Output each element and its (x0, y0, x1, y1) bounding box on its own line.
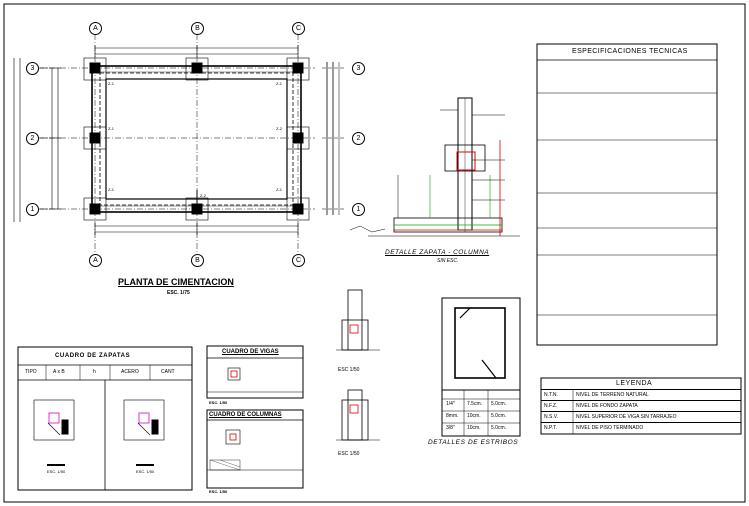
zapata-tag: Z-1 (276, 187, 282, 192)
legend-code: N.F.Z. (544, 403, 558, 409)
zapata-tag: Z-1 (108, 81, 114, 86)
stirrup-diameter: 1/4" (446, 401, 455, 407)
beams-table-title: CUADRO DE VIGAS (222, 349, 279, 355)
foundation-plan (38, 34, 315, 258)
specs-title: ESPECIFICACIONES TECNICAS (572, 48, 688, 55)
legend-desc: NIVEL DE PISO TERMINADO (576, 425, 644, 431)
grid-bubble-top-c: C (292, 22, 305, 35)
stirrup-diameter: 8mm. (446, 413, 459, 419)
legend-desc: NIVEL DE FONDO ZAPATA (576, 403, 638, 409)
legend-code: N.P.T. (544, 425, 557, 431)
legend-code: N.S.V. (544, 414, 558, 420)
beams-table (206, 345, 304, 399)
grid-bubble-right-3: 3 (352, 62, 365, 75)
zapata-tag: Z-1 (108, 126, 114, 131)
grid-bubble-top-b: B (191, 22, 204, 35)
footings-header-acero: ACERO (121, 369, 139, 375)
legend-code: N.T.N. (544, 392, 558, 398)
grid-bubble-left-1: 1 (26, 203, 39, 216)
zapata-tag: Z-2 (276, 126, 282, 131)
grid-bubble-left-2: 2 (26, 132, 39, 145)
stirrup-hook: 5.0cm. (491, 401, 507, 407)
legend-desc: NIVEL DE TERRENO NATURAL (576, 392, 649, 398)
footing-column-detail (349, 97, 520, 237)
footing-detail-title: DETALLE ZAPATA - COLUMNA (385, 249, 490, 256)
grid-bubble-top-a: A (89, 22, 102, 35)
section-scale: ESC 1/50 (338, 367, 360, 373)
footings-table (17, 346, 193, 491)
footings-table-title: CUADRO DE ZAPATAS (55, 353, 131, 359)
zapata-tag: Z-1 (276, 81, 282, 86)
stirrup-length: 7.5cm. (467, 401, 483, 407)
columns-table (206, 409, 304, 489)
stirrups-title: DETALLES DE ESTRIBOS (428, 439, 519, 446)
legend-row: N.P.T. NIVEL DE PISO TERMINADO (541, 422, 741, 434)
stirrup-length: 10cm. (467, 425, 481, 431)
specifications-box (536, 43, 718, 346)
legend-row: N.F.Z. NIVEL DE FONDO ZAPATA (541, 400, 741, 412)
footings-header-cant: CANT (161, 369, 175, 375)
footing-scale: ESC. 1/50 (136, 469, 155, 474)
stirrup-hook: 5.0cm. (491, 425, 507, 431)
zapata-tag: Z-1 (108, 187, 114, 192)
legend-row: N.S.V. NIVEL SUPERIOR DE VIGA SIN TARRAJ… (541, 411, 741, 423)
left-elevation-strip (13, 58, 48, 222)
footings-header-tipo: TIPO (25, 369, 37, 375)
stirrup-details (441, 297, 521, 437)
plan-title: PLANTA DE CIMENTACION (118, 277, 234, 287)
zapata-tag: Z-2 (200, 193, 206, 198)
grid-bubble-bottom-c: C (292, 254, 305, 267)
grid-bubble-left-3: 3 (26, 62, 39, 75)
legend-desc: NIVEL SUPERIOR DE VIGA SIN TARRAJEO (576, 414, 677, 420)
grid-bubble-right-1: 1 (352, 203, 365, 216)
middle-section-strip (322, 62, 345, 215)
beams-scale: ESC. 1/50 (209, 400, 228, 405)
plan-scale: ESC. 1/75 (167, 290, 190, 296)
grid-bubble-bottom-b: B (191, 254, 204, 267)
columns-scale: ESC. 1/50 (209, 489, 228, 494)
footing-detail-scale: SIN ESC. (437, 258, 459, 264)
stirrup-diameter: 3/8" (446, 425, 455, 431)
section-scale: ESC 1/50 (338, 451, 360, 457)
legend-row: N.T.N. NIVEL DE TERRENO NATURAL (541, 389, 741, 401)
stirrup-hook: 5.0cm. (491, 413, 507, 419)
legend-title: LEYENDA (616, 380, 653, 387)
grid-bubble-bottom-a: A (89, 254, 102, 267)
grid-bubble-right-2: 2 (352, 132, 365, 145)
footings-header-axb: A x B (53, 369, 65, 375)
wall-sections (336, 289, 380, 441)
footing-scale: ESC. 1/50 (47, 469, 66, 474)
stirrup-length: 10cm. (467, 413, 481, 419)
columns-table-title: CUADRO DE COLUMNAS (209, 412, 282, 418)
footings-header-h: h (93, 369, 96, 375)
